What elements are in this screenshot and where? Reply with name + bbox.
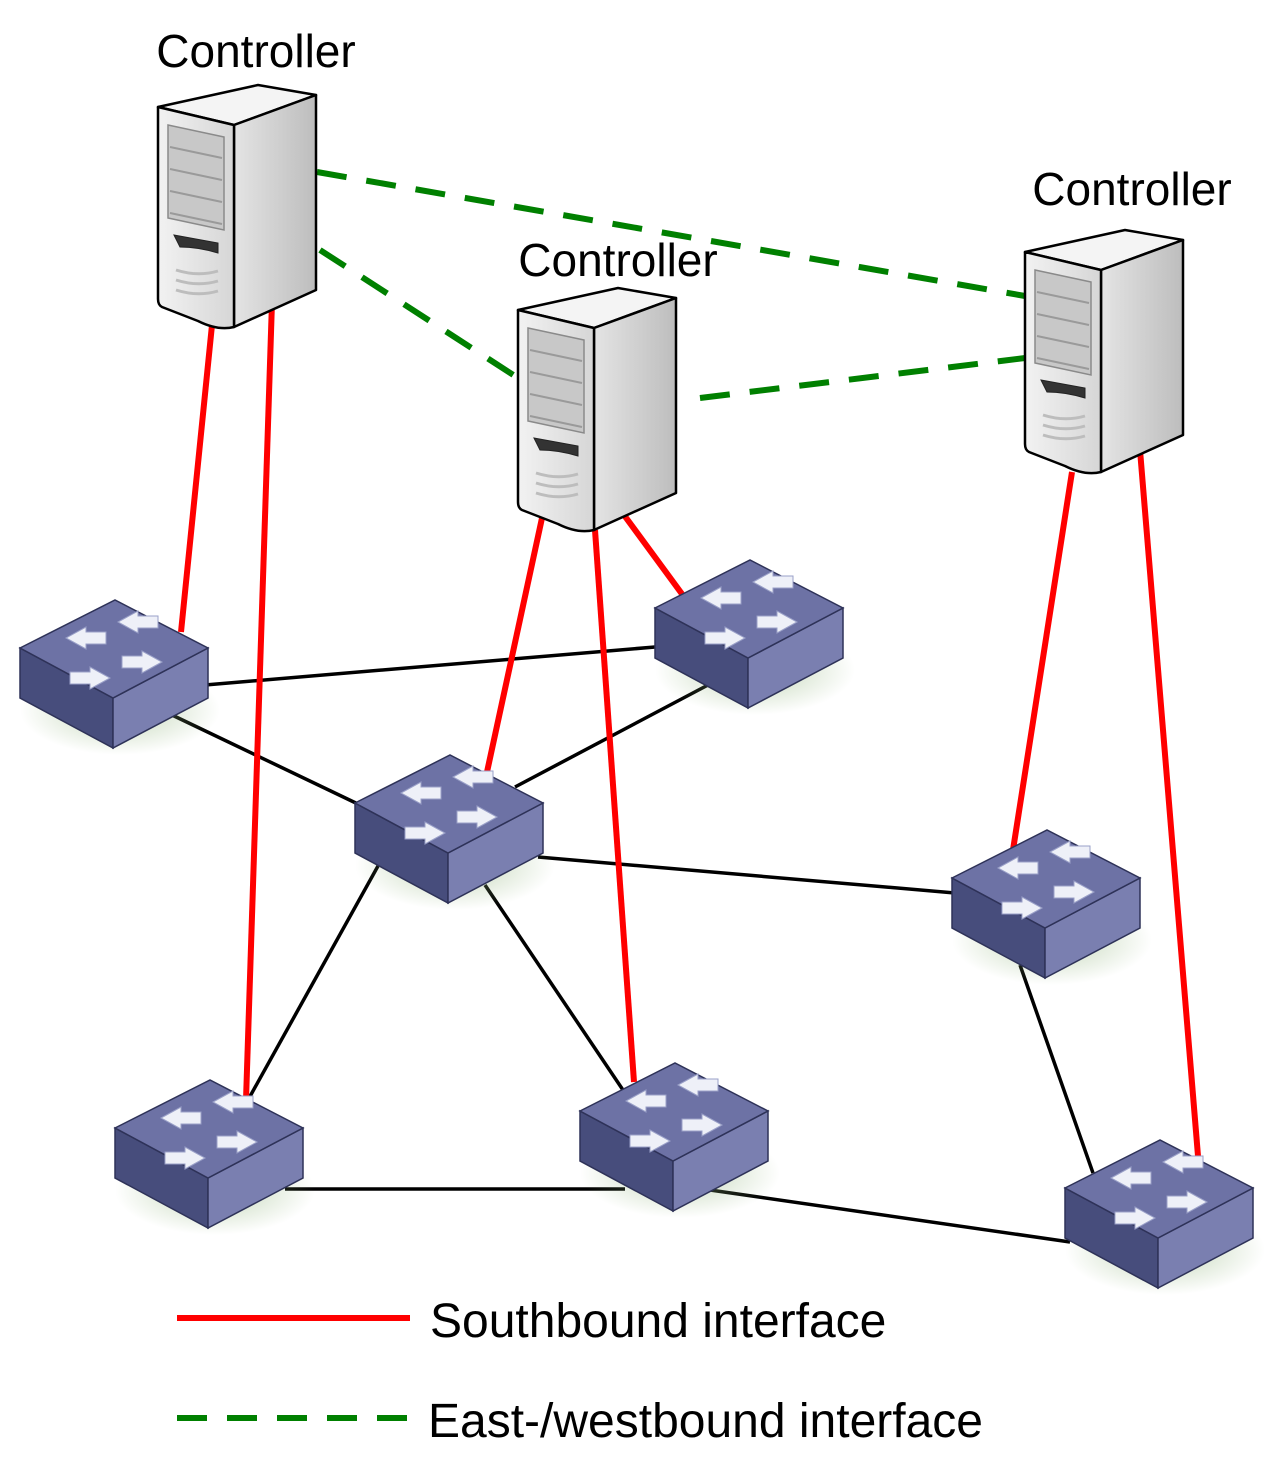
switch-icon (1064, 1139, 1266, 1296)
link-s4-s7 (1018, 964, 1095, 1174)
link-s3-s4 (537, 855, 956, 895)
controller-label: Controller (518, 234, 717, 286)
southbound-c2-s6 (592, 529, 637, 1083)
legend: Southbound interface East-/westbound int… (177, 1295, 983, 1448)
eastwest-c2-c3 (699, 355, 1026, 401)
link-s3-s6 (483, 884, 627, 1094)
southbound-c3-s7 (1137, 449, 1201, 1157)
southbound-c2-s3 (484, 517, 545, 773)
southbound-links (178, 301, 1201, 1157)
southbound-c1-s5 (243, 301, 275, 1101)
controller-c1: Controller (156, 25, 356, 330)
switch-icon (114, 1079, 316, 1236)
link-s3-s5 (246, 865, 380, 1101)
switch-icon (19, 599, 221, 756)
controller-c3: Controller (1023, 163, 1232, 475)
server-icon (1023, 228, 1185, 475)
legend-southbound-label: Southbound interface (430, 1295, 886, 1348)
server-icon (516, 286, 678, 533)
eastwest-c1-c2 (318, 247, 520, 381)
controller-c2: Controller (516, 234, 718, 533)
controller-label: Controller (156, 25, 355, 77)
legend-eastwest-label: East-/westbound interface (428, 1395, 983, 1448)
southbound-c1-s1 (178, 324, 215, 633)
southbound-c2-s2 (621, 513, 685, 596)
link-s1-s2 (204, 645, 656, 687)
link-s6-s7 (709, 1188, 1071, 1244)
controller-label: Controller (1032, 163, 1231, 215)
switch-icon (951, 829, 1153, 986)
eastwest-links (316, 169, 1026, 401)
server-icon (156, 83, 318, 330)
southbound-c3-s4 (1010, 471, 1075, 851)
eastwest-c1-c3 (316, 169, 1026, 299)
switch-icon (354, 754, 556, 911)
switches (19, 559, 1266, 1296)
switch-icon (579, 1062, 781, 1219)
switch-icon (654, 559, 856, 716)
